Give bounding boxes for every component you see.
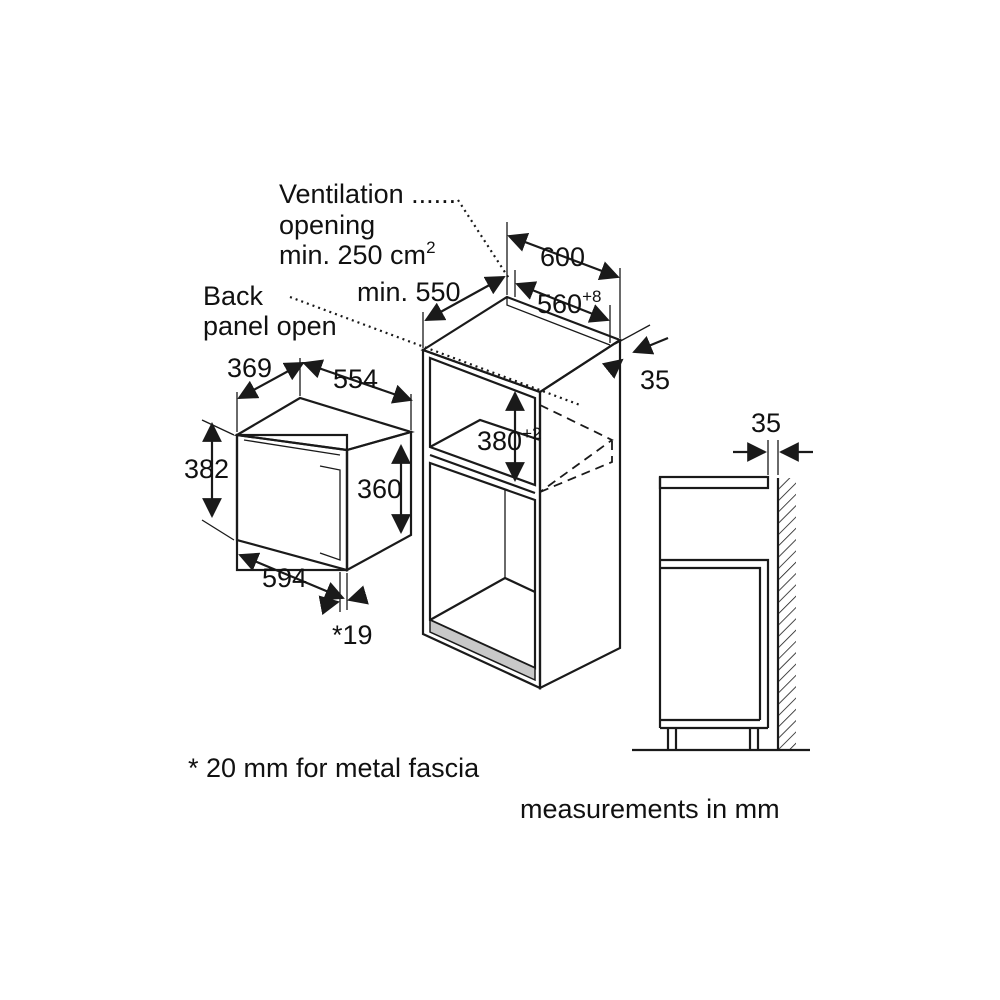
cabinet-drawing [420,295,623,690]
footnote: * 20 mm for metal fascia [188,753,480,783]
units-note: measurements in mm [520,794,780,824]
ventilation-label-line3: min. 250 cm2 [279,238,436,270]
dim-594: 594 [262,563,307,593]
side-section-drawing [632,440,813,752]
dim-35-right: 35 [640,365,670,395]
ventilation-label-line2: opening [279,210,375,240]
cabinet-dimensions [289,199,669,482]
appliance-door-panel [319,465,341,561]
dim-360: 360 [357,474,402,504]
dim-554: 554 [333,364,378,394]
dim-600: 600 [540,242,585,272]
appliance-front [235,433,349,572]
dim-560: 560+8 [537,287,601,319]
labels: Ventilation ...... opening min. 250 cm2 … [184,179,781,824]
dim-369: 369 [227,353,272,383]
appliance-front-top [235,433,349,572]
wall-hatch [778,478,796,750]
cabinet-side [538,337,622,690]
back-panel-label-line1: Back [203,281,264,311]
appliance-dimensions [201,358,413,616]
dim-382: 382 [184,454,229,484]
dim-35-side: 35 [751,408,781,438]
appliance-side [345,430,413,572]
appliance-top [233,396,415,452]
top-panel [658,475,770,490]
dim-min-550: min. 550 [357,277,461,307]
ventilation-label-line1: Ventilation ...... [279,179,456,209]
dim-380: 380+2 [477,424,541,456]
dim-19: *19 [332,620,373,650]
back-panel-label-line2: panel open [203,311,337,341]
